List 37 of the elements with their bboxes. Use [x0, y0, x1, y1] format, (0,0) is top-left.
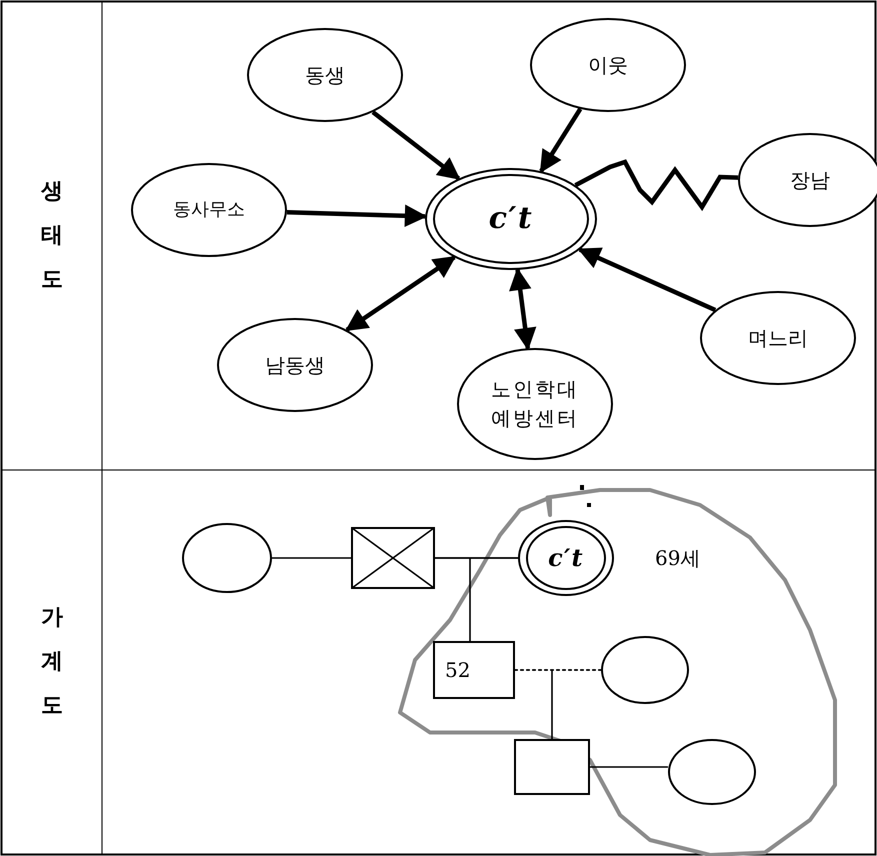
ellipse-node — [530, 18, 686, 112]
row-header: 가계도 — [41, 604, 63, 720]
arrow — [539, 108, 582, 174]
circle-symbol — [601, 636, 689, 704]
node-label: 52 — [445, 656, 470, 684]
double-ellipse-node — [518, 520, 614, 596]
node-label: 며느리 — [748, 324, 808, 352]
connector-line — [272, 557, 351, 559]
ellipse-node — [247, 28, 403, 122]
node-label: 이웃 — [588, 52, 628, 78]
arrow — [578, 248, 716, 312]
arrow — [372, 110, 460, 180]
ellipse-node — [700, 291, 856, 385]
node-label: 장남 — [790, 166, 830, 194]
ellipse-node — [457, 348, 613, 460]
circle-symbol — [182, 523, 272, 593]
node-label: 노인학대 예방센터 — [490, 376, 580, 432]
arrow — [509, 268, 536, 350]
circle-symbol — [668, 739, 756, 805]
age-label: 69세 — [655, 545, 700, 572]
node-label: 동사무소 — [173, 198, 245, 222]
crossed-square-symbol — [351, 527, 435, 589]
row-header: 생태도 — [41, 178, 63, 294]
node-label: 동생 — [305, 62, 345, 88]
connector-line — [435, 557, 518, 559]
node-label: c′t — [548, 542, 584, 574]
rectangle-node — [433, 641, 515, 699]
ellipse-node — [217, 318, 373, 412]
connector-line — [515, 669, 601, 671]
double-ellipse-node — [425, 168, 597, 270]
connector-line — [574, 159, 738, 212]
square-symbol — [514, 739, 590, 795]
node-label: 남동생 — [265, 352, 325, 378]
arrow — [345, 255, 456, 332]
ellipse-node — [131, 163, 287, 257]
arrow — [286, 204, 428, 228]
node-label: c′t — [488, 200, 534, 238]
